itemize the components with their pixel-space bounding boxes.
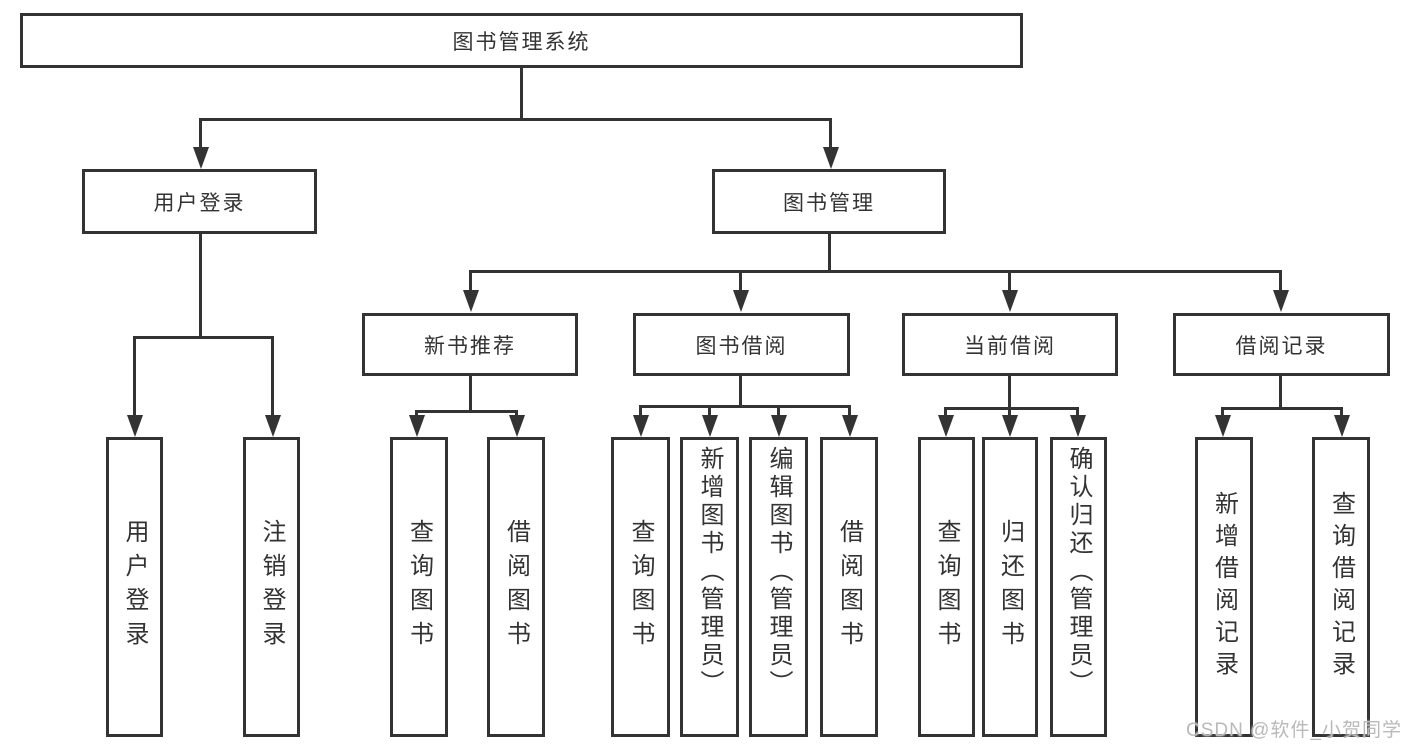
node-new-book-recommend: 新书推荐 — [362, 313, 578, 376]
connector-line — [1279, 270, 1282, 292]
leaf-add-borrow-record: 新增借阅记录 — [1195, 437, 1253, 737]
arrowhead-down-icon — [1002, 415, 1018, 437]
leaf-query-books-borrow: 查询图书 — [611, 437, 670, 737]
node-library-management-system: 图书管理系统 — [20, 13, 1023, 68]
leaf-edit-book-admin: 编辑图书（管理员） — [749, 437, 808, 737]
connector-line — [1008, 270, 1011, 292]
connector-line — [1221, 407, 1343, 410]
node-user-login-group: 用户登录 — [82, 169, 317, 234]
connector-line — [199, 118, 832, 121]
connector-line — [639, 405, 851, 408]
connector-line — [944, 407, 1079, 410]
leaf-borrow-books: 借阅图书 — [820, 437, 878, 737]
connector-line — [639, 405, 642, 417]
arrowhead-down-icon — [1215, 415, 1231, 437]
node-current-borrowing: 当前借阅 — [902, 313, 1118, 376]
arrowhead-down-icon — [1070, 415, 1086, 437]
connector-line — [1008, 407, 1011, 417]
leaf-query-books-recommend: 查询图书 — [390, 437, 448, 737]
connector-line — [199, 118, 202, 149]
connector-line — [469, 376, 472, 410]
connector-line — [848, 405, 851, 417]
connector-line — [520, 68, 523, 118]
connector-line — [515, 410, 518, 417]
connector-line — [415, 410, 418, 417]
arrowhead-down-icon — [409, 415, 425, 437]
connector-line — [829, 118, 832, 149]
leaf-logout: 注销登录 — [243, 437, 300, 737]
arrowhead-down-icon — [633, 415, 649, 437]
arrowhead-down-icon — [1334, 415, 1350, 437]
connector-line — [1279, 376, 1282, 407]
arrowhead-down-icon — [1002, 290, 1018, 312]
node-book-borrowing: 图书借阅 — [633, 313, 850, 376]
arrowhead-down-icon — [702, 415, 718, 437]
node-borrowing-records: 借阅记录 — [1173, 313, 1390, 376]
arrowhead-down-icon — [823, 147, 839, 169]
connector-line — [944, 407, 947, 417]
leaf-query-borrow-record: 查询借阅记录 — [1312, 437, 1370, 737]
connector-line — [199, 234, 202, 336]
arrowhead-down-icon — [265, 415, 281, 437]
csdn-watermark: CSDN @软件_小贺同学 — [1186, 720, 1402, 741]
arrowhead-down-icon — [127, 415, 143, 437]
connector-line — [1340, 407, 1343, 417]
leaf-add-book-admin: 新增图书（管理员） — [680, 437, 739, 737]
leaf-return-books: 归还图书 — [982, 437, 1038, 737]
arrowhead-down-icon — [1273, 290, 1289, 312]
leaf-user-login: 用户登录 — [106, 437, 163, 737]
arrowhead-down-icon — [733, 290, 749, 312]
connector-line — [708, 405, 711, 417]
arrowhead-down-icon — [509, 415, 525, 437]
connector-line — [828, 234, 831, 270]
connector-line — [133, 336, 136, 417]
arrowhead-down-icon — [463, 290, 479, 312]
leaf-confirm-return-admin: 确认归还（管理员） — [1050, 437, 1107, 737]
connector-line — [415, 410, 518, 413]
connector-line — [469, 270, 1282, 273]
connector-line — [739, 270, 742, 292]
connector-line — [133, 336, 274, 339]
connector-line — [271, 336, 274, 417]
arrowhead-down-icon — [938, 415, 954, 437]
connector-line — [1076, 407, 1079, 417]
connector-line — [469, 270, 472, 292]
connector-line — [777, 405, 780, 417]
node-book-management: 图书管理 — [712, 169, 946, 234]
arrowhead-down-icon — [193, 147, 209, 169]
leaf-query-books-current: 查询图书 — [918, 437, 975, 737]
arrowhead-down-icon — [842, 415, 858, 437]
arrowhead-down-icon — [771, 415, 787, 437]
connector-line — [739, 376, 742, 405]
leaf-borrow-books-recommend: 借阅图书 — [487, 437, 545, 737]
connector-line — [1221, 407, 1224, 417]
connector-line — [1008, 376, 1011, 407]
